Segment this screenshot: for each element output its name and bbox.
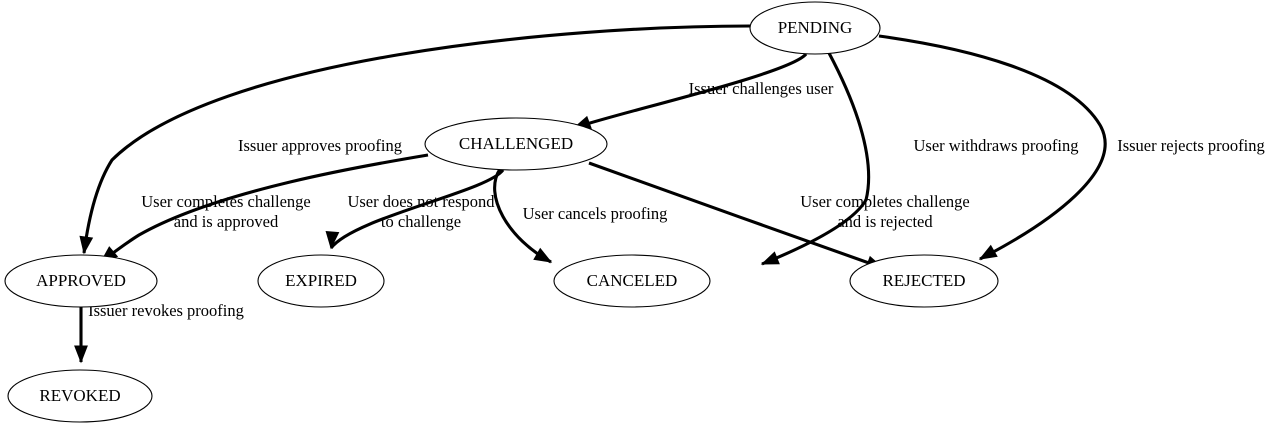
edge-label-pending-canceled: User withdraws proofing — [914, 136, 1079, 155]
edge-label-challenged-canceled: User cancels proofing — [523, 204, 668, 223]
edge-challenged-expired — [329, 168, 505, 250]
state-node-label-rejected: REJECTED — [882, 271, 965, 290]
state-node-ellipse-expired — [257, 254, 385, 308]
state-node-approved[interactable]: APPROVED — [4, 254, 158, 308]
edge-challenged-rejected — [588, 161, 884, 270]
edge-label-approved-revoked: Issuer revokes proofing — [88, 301, 244, 320]
edge-pending-canceled — [761, 52, 871, 266]
state-node-revoked[interactable]: REVOKED — [7, 369, 153, 423]
arrowhead-pending-rejected — [978, 244, 998, 260]
nodes-layer: PENDING CHALLENGED APPROVED EXPIRED CANCELED… — [4, 1, 999, 423]
arrowhead-pending-canceled — [760, 251, 780, 265]
state-node-ellipse-rejected — [849, 254, 999, 308]
state-node-pending[interactable]: PENDING — [749, 1, 881, 55]
arrowhead-approved-revoked — [74, 345, 88, 364]
state-node-label-revoked: REVOKED — [39, 386, 120, 405]
state-node-expired[interactable]: EXPIRED — [257, 254, 385, 308]
state-node-label-expired: EXPIRED — [285, 271, 357, 290]
state-node-canceled[interactable]: CANCELED — [553, 254, 711, 308]
arrowhead-challenged-canceled — [533, 247, 553, 263]
state-node-ellipse-approved — [4, 254, 158, 308]
state-node-label-challenged: CHALLENGED — [459, 134, 573, 153]
edges-layer — [79, 24, 1107, 362]
edge-challenged-approved — [100, 153, 429, 264]
edge-label-pending-challenged: Issuer challenges user — [689, 79, 834, 98]
state-node-ellipse-revoked — [7, 369, 153, 423]
arrowhead-pending-approved — [79, 235, 94, 255]
arrowhead-challenged-expired — [325, 230, 340, 250]
state-node-ellipse-pending — [749, 1, 881, 55]
state-node-label-approved: APPROVED — [36, 271, 126, 290]
edge-pending-approved — [82, 24, 751, 254]
state-node-label-canceled: CANCELED — [587, 271, 678, 290]
state-node-challenged[interactable]: CHALLENGED — [424, 117, 608, 171]
edge-pending-rejected — [878, 34, 1107, 261]
edge-label-pending-approved: Issuer approves proofing — [238, 136, 402, 155]
state-node-label-pending: PENDING — [778, 18, 853, 37]
edge-label-pending-rejected: Issuer rejects proofing — [1117, 136, 1265, 155]
state-node-ellipse-canceled — [553, 254, 711, 308]
edge-pending-challenged — [573, 52, 808, 130]
state-node-ellipse-challenged — [424, 117, 608, 171]
state-node-rejected[interactable]: REJECTED — [849, 254, 999, 308]
